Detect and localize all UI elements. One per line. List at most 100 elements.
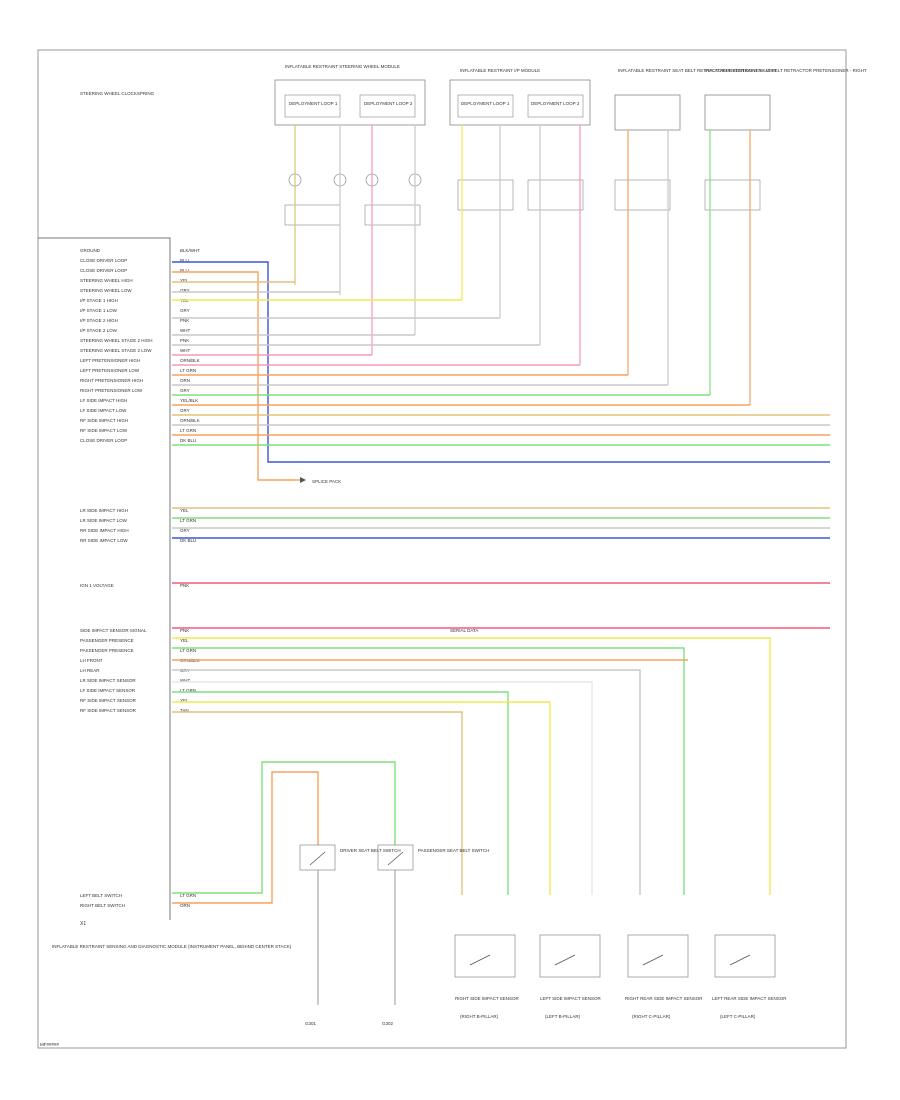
coil-label: DEPLOYMENT LOOP 1 [461, 101, 510, 106]
wires-group-2 [172, 507, 830, 539]
wire-color: WHT [180, 348, 190, 353]
wire-color: BLU [180, 268, 189, 273]
wire-color: YEL/BLK [180, 398, 198, 403]
wire-color: YEL [180, 698, 189, 703]
connector-box [704, 179, 761, 211]
sensor-location: (LEFT B-PILLAR) [545, 1014, 581, 1019]
coil-label: DEPLOYMENT LOOP 2 [364, 101, 413, 106]
module-label: INFLATABLE RESTRAINT SENSING AND DIAGNOS… [52, 944, 292, 949]
pin-label: LF SIDE IMPACT SENSOR [80, 688, 136, 693]
pin-group-3: SIDE IMPACT SENSOR SIGNAL PASSENGER PRES… [80, 628, 200, 713]
ground-label: G301 [305, 1021, 317, 1026]
clockspring [284, 173, 422, 226]
sensor-location: (LEFT C-PILLAR) [720, 1014, 756, 1019]
pin-label: STEERING WHEEL STAGE 2 HIGH [80, 338, 153, 343]
pin-label: CLOSE DRIVER LOOP [80, 438, 127, 443]
pin-label: LEFT BELT SWITCH [80, 893, 122, 898]
wire-color: YEL [180, 638, 189, 643]
wire-color: GRY [180, 388, 190, 393]
wire-color: DK BLU [180, 438, 196, 443]
serial-data-label: SERIAL DATA [450, 628, 478, 633]
pin-label: RIGHT PRETENSIONER LOW [80, 388, 143, 393]
pin-label: PASSENGER PRESENCE [80, 638, 134, 643]
footer-code: MF##### [40, 1042, 60, 1047]
wire-color: GRY [180, 308, 190, 313]
pin-label: GROUND [80, 248, 101, 253]
wire-color: YEL [180, 508, 189, 513]
pin-label: RR SIDE IMPACT HIGH [80, 528, 129, 533]
sensor-label: LEFT SIDE IMPACT SENSOR [540, 996, 602, 1001]
wire-color: DK BLU [180, 538, 196, 543]
ground-label: G302 [382, 1021, 394, 1026]
pin-label: LR SIDE IMPACT SENSOR [80, 678, 136, 683]
sensor-location: (RIGHT C-PILLAR) [632, 1014, 671, 1019]
sensor-location: (RIGHT B-PILLAR) [460, 1014, 499, 1019]
wire-color: TAN [180, 708, 189, 713]
pin-label: LH FRONT [80, 658, 103, 663]
top-component-label: INFLATABLE RESTRAINT SEAT BELT RETRACTOR… [618, 68, 777, 73]
wire-color: GRY [180, 528, 190, 533]
pin-label: SIDE IMPACT SENSOR SIGNAL [80, 628, 147, 633]
module-connector-label: X1 [80, 921, 86, 927]
seatbelt-pins: LEFT BELT SWITCH RIGHT BELT SWITCH LT GR… [80, 893, 196, 908]
bottom-sensor-3: RIGHT REAR SIDE IMPACT SENSOR (RIGHT C-P… [625, 934, 703, 1019]
pin-label: LR SIDE IMPACT HIGH [80, 508, 128, 513]
pin-label: I/P STAGE 2 LOW [80, 328, 118, 333]
passenger-seatbelt-switch: PASSENGER SEAT BELT SWITCH G302 [377, 844, 489, 1026]
wires-group-3 [172, 627, 830, 895]
note-text: STEERING WHEEL CLOCKSPRING [80, 91, 155, 96]
wire-color: LT GRN [180, 428, 196, 433]
pin-label: LF SIDE IMPACT LOW [80, 408, 127, 413]
top-component-label: INFLATABLE RESTRAINT SEAT BELT RETRACTOR… [705, 68, 867, 73]
wire-color: YEL [180, 278, 189, 283]
splice-reference: SPLICE PACK [300, 477, 341, 484]
bottom-sensor-1: RIGHT SIDE IMPACT SENSOR (RIGHT B-PILLAR… [454, 934, 520, 1019]
connector-box [457, 179, 514, 211]
pin-label: LEFT PRETENSIONER LOW [80, 368, 140, 373]
pin-label: RF SIDE IMPACT SENSOR [80, 698, 137, 703]
pin-label: RF SIDE IMPACT LOW [80, 428, 128, 433]
top-vertical-wires [294, 125, 751, 405]
pin-group-2: LR SIDE IMPACT HIGH LR SIDE IMPACT LOW R… [80, 508, 196, 543]
wire-color: LT GRN [180, 518, 196, 523]
connector-box [527, 179, 584, 211]
wire-color: GRY [180, 288, 190, 293]
top-component-label: INFLATABLE RESTRAINT STEERING WHEEL MODU… [285, 64, 400, 69]
wire-color: PNK [180, 628, 189, 633]
connector-box [614, 179, 671, 211]
pin-label: LEFT PRETENSIONER HIGH [80, 358, 140, 363]
sensor-label: LEFT REAR SIDE IMPACT SENSOR [712, 996, 787, 1001]
pin-group-1: GROUND CLOSE DRIVER LOOP CLOSE DRIVER LO… [80, 248, 200, 443]
wire-color: PNK [180, 318, 189, 323]
seatbelt-wires [172, 761, 396, 904]
sensor-label: RIGHT REAR SIDE IMPACT SENSOR [625, 996, 703, 1001]
wire-color: LT GRN [180, 368, 196, 373]
pin-label: STEERING WHEEL STAGE 2 LOW [80, 348, 152, 353]
pin-label: RF SIDE IMPACT HIGH [80, 418, 128, 423]
pin-label: LH REAR [80, 668, 100, 673]
pin-label: I/P STAGE 2 HIGH [80, 318, 118, 323]
wire-color: ORN/BLK [180, 358, 200, 363]
wire-color: GRY [180, 408, 190, 413]
pin-label: CLOSE DRIVER LOOP [80, 258, 127, 263]
pin-label: RR SIDE IMPACT LOW [80, 538, 128, 543]
top-component-right-pretensioner: INFLATABLE RESTRAINT SEAT BELT RETRACTOR… [704, 68, 867, 131]
wires-group-1 [172, 261, 830, 481]
pin-label: I/P STAGE 1 HIGH [80, 298, 118, 303]
bottom-sensor-4: LEFT REAR SIDE IMPACT SENSOR (LEFT C-PIL… [712, 934, 787, 1019]
wire-color: LT GRN [180, 893, 196, 898]
wire-color: ORN [180, 378, 190, 383]
pin-label: LR SIDE IMPACT LOW [80, 518, 128, 523]
pin-label: RIGHT BELT SWITCH [80, 903, 125, 908]
top-component-label: INFLATABLE RESTRAINT I/P MODULE [460, 68, 540, 73]
wire-color: WHT [180, 328, 190, 333]
wire-color: ORN/BLK [180, 418, 200, 423]
top-component-steering-wheel: INFLATABLE RESTRAINT STEERING WHEEL MODU… [274, 64, 426, 126]
coil-label: DEPLOYMENT LOOP 2 [531, 101, 580, 106]
sensor-label: RIGHT SIDE IMPACT SENSOR [455, 996, 520, 1001]
driver-seatbelt-switch: DRIVER SEAT BELT SWITCH G301 [299, 844, 401, 1026]
coil-label: DEPLOYMENT LOOP 1 [289, 101, 338, 106]
pin-label: I/P STAGE 1 LOW [80, 308, 118, 313]
diagram-frame [37, 49, 847, 1049]
